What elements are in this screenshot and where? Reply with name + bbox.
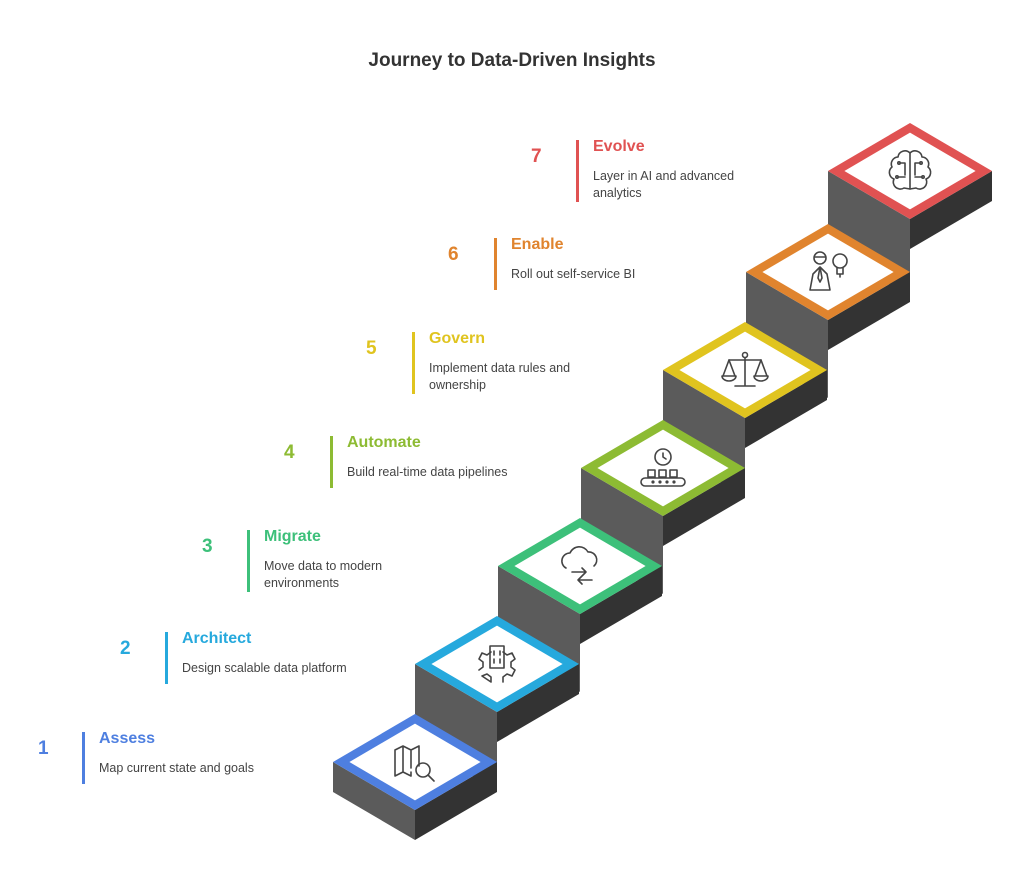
page-title: Journey to Data-Driven Insights: [368, 50, 656, 71]
step-divider: [82, 732, 85, 784]
step-top-inner: [431, 625, 563, 703]
step-side-wall: [745, 370, 827, 448]
step-description: Build real-time data pipelines: [347, 465, 508, 479]
step-top-inner: [597, 429, 729, 507]
step-description: Layer in AI and advanced analytics: [593, 169, 735, 200]
step-title: Enable: [511, 236, 564, 253]
step-number: 3: [202, 536, 213, 557]
map-search-icon: [394, 745, 435, 782]
step-description: Implement data rules and ownership: [429, 361, 571, 392]
step-side-wall: [663, 468, 745, 546]
step-title: Evolve: [593, 138, 645, 155]
step-side-wall: [497, 664, 579, 742]
step-side-wall: [828, 272, 910, 350]
user-idea-icon: [809, 251, 848, 291]
stair-step-1: [333, 714, 497, 840]
step-description: Roll out self-service BI: [511, 267, 636, 281]
balance-scale-icon: [721, 351, 769, 387]
step-top-inner: [349, 723, 481, 801]
step-number: 1: [38, 738, 49, 759]
step-description: Map current state and goals: [99, 761, 254, 775]
step-number: 2: [120, 638, 131, 659]
step-divider: [330, 436, 333, 488]
step-divider: [576, 140, 579, 202]
brain-circuit-icon: [888, 150, 932, 190]
step-divider: [165, 632, 168, 684]
clock-conveyor-icon: [640, 448, 686, 487]
gear-building-icon: [478, 645, 516, 683]
step-divider: [247, 530, 250, 592]
step-title: Architect: [182, 630, 252, 647]
step-front-wall: [333, 762, 415, 840]
step-top-inner: [514, 527, 646, 605]
step-number: 6: [448, 244, 459, 265]
step-divider: [494, 238, 497, 290]
step-title: Migrate: [264, 528, 321, 545]
step-description: Move data to modern environments: [264, 559, 383, 590]
step-number: 7: [531, 146, 542, 167]
step-description: Design scalable data platform: [182, 661, 347, 675]
step-top-inner: [762, 233, 894, 311]
step-title: Assess: [99, 730, 156, 747]
step-number: 4: [284, 442, 295, 463]
step-side-wall: [580, 566, 662, 644]
stair-step-6: [746, 224, 910, 398]
step-side-wall: [910, 171, 992, 249]
step-side-wall: [415, 762, 497, 840]
step-number: 5: [366, 338, 377, 359]
step-title: Automate: [347, 434, 421, 451]
step-title: Govern: [429, 330, 486, 347]
step-divider: [412, 332, 415, 394]
cloud-transfer-icon: [561, 546, 598, 585]
